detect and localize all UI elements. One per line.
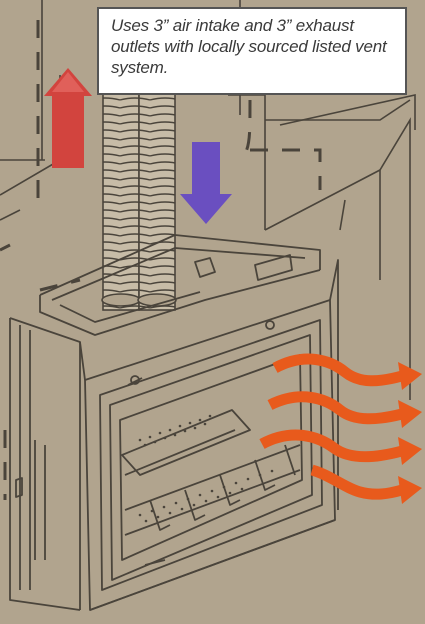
exhaust-arrow-icon xyxy=(44,68,92,168)
vent-info-callout: Uses 3” air intake and 3” exhaust outlet… xyxy=(97,7,407,95)
heat-arrow-icon-1 xyxy=(275,359,422,390)
heat-arrows xyxy=(262,359,422,504)
heat-arrow-icon-2 xyxy=(270,397,422,428)
intake-arrow-icon xyxy=(180,142,232,224)
heat-arrow-icon-4 xyxy=(312,470,422,504)
ember-bed xyxy=(139,415,274,523)
